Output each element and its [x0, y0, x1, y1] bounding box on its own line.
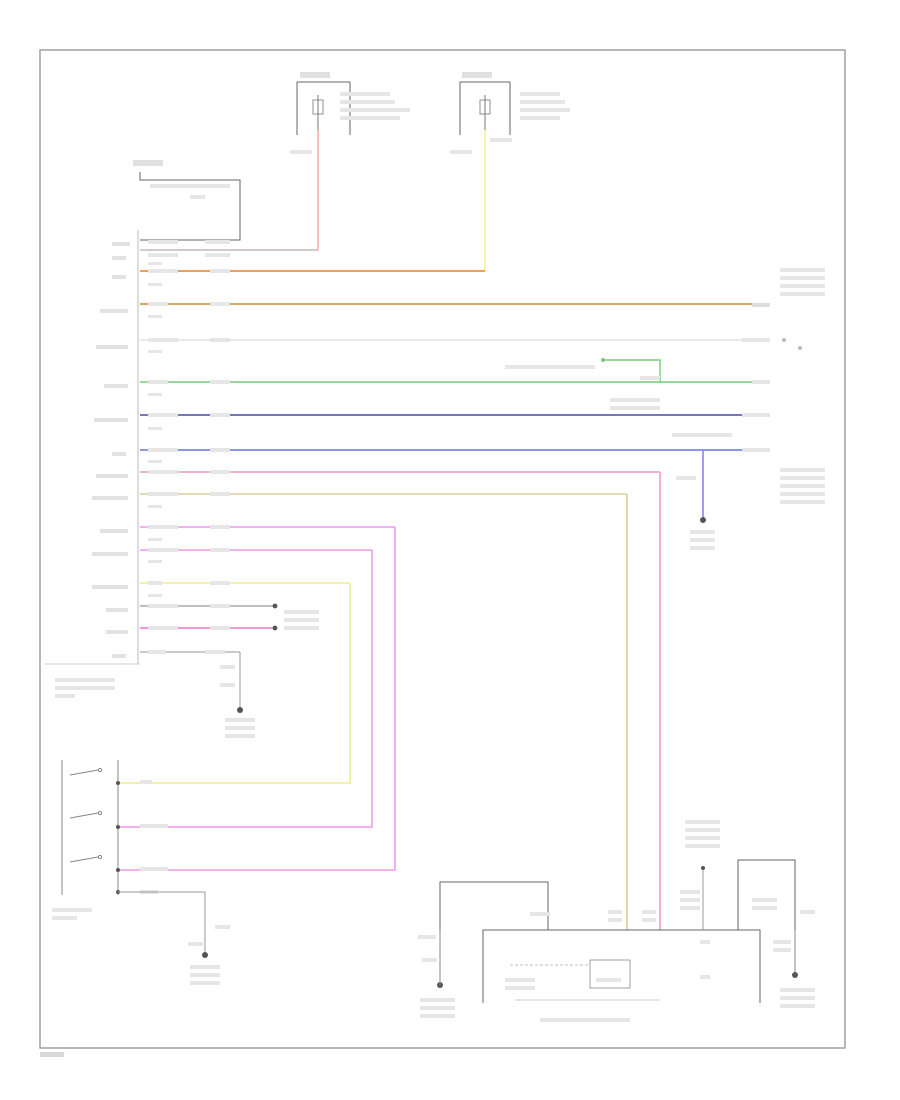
footer-code-mark: [40, 1052, 64, 1057]
ground-drop-blue: [672, 433, 732, 550]
fuse-box-right: [459, 72, 570, 135]
wire-codes: [148, 240, 230, 654]
wire-pink-switch-1: [118, 550, 373, 828]
lower-module: [418, 820, 815, 1022]
multi-switch: [52, 760, 168, 920]
harness-wires: [140, 249, 770, 653]
upper-connector: [133, 160, 241, 241]
feed-wire-red: [140, 130, 319, 251]
row-labels: [92, 242, 130, 658]
fuse-box-left: [296, 72, 410, 135]
green-splice: [505, 358, 661, 382]
diagram-frame: [39, 49, 846, 1049]
module-title: [45, 663, 140, 698]
wire-pink-switch-2: [118, 527, 396, 871]
wire-yellow-switch: [118, 583, 351, 784]
right-wire-ends: [742, 268, 825, 504]
module-ground: [220, 652, 255, 738]
switch-ground-wire: [118, 891, 206, 955]
